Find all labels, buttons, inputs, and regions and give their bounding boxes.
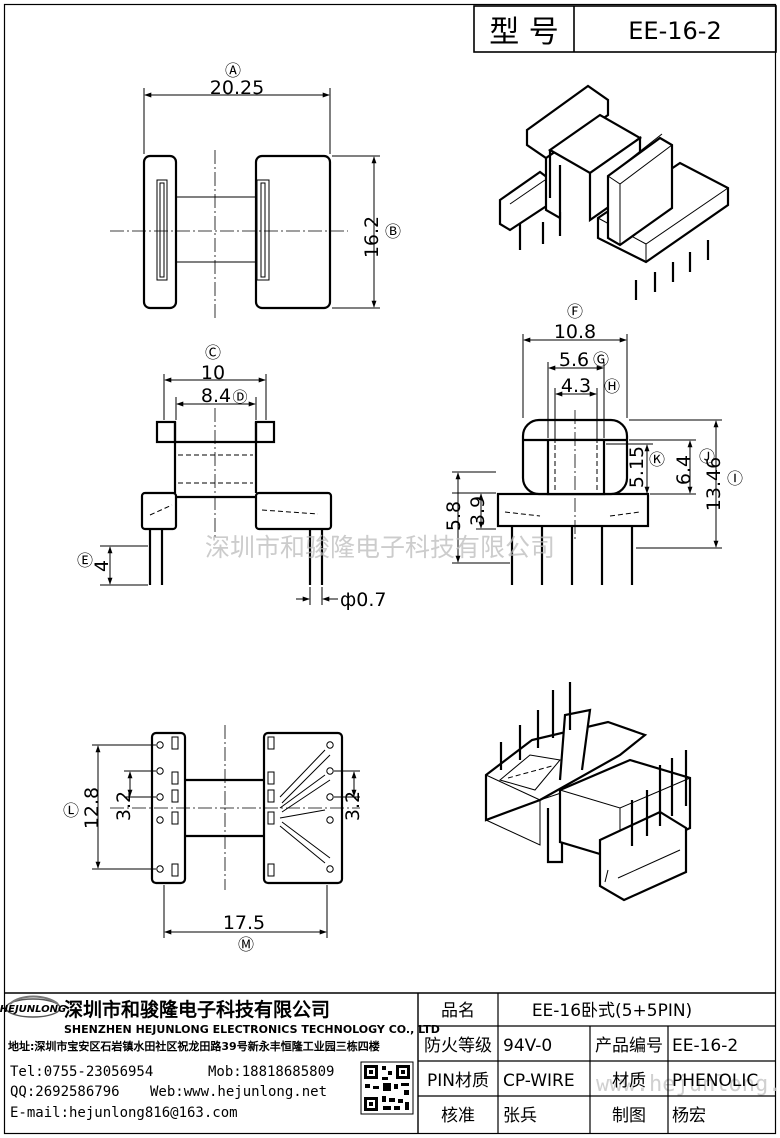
label-approved: 核准: [441, 1106, 475, 1126]
value-drawn: 杨宏: [672, 1106, 706, 1126]
dim-j-value: 6.4: [673, 455, 695, 485]
dim-3-9: 3.9: [467, 496, 489, 526]
isometric-view-top: [498, 84, 730, 300]
pitch-left: 3.2: [113, 791, 135, 821]
dim-a-marker: Ⓐ: [225, 61, 241, 80]
dim-g-marker: Ⓖ: [593, 350, 609, 369]
front-view: 10 Ⓒ 8.4 Ⓓ 4 Ⓔ ф0.7: [77, 343, 386, 611]
dim-e-value: 4: [91, 560, 113, 572]
dim-d-value: 8.4: [201, 385, 231, 407]
label-material: 材质: [612, 1071, 646, 1091]
dim-5-8: 5.8: [443, 501, 465, 531]
pin-diameter: ф0.7: [340, 589, 386, 611]
model-label: 型 号: [489, 15, 559, 50]
dim-a-value: 20.25: [210, 77, 264, 99]
value-material: PHENOLIC: [672, 1071, 758, 1091]
qr-code: [360, 1061, 414, 1115]
pitch-right: 3.2: [342, 791, 364, 821]
title-block: HEJUNLONG 深圳市和骏隆电子科技有限公司 SHENZHEN HEJUNL…: [0, 992, 776, 1133]
dim-m-value: 17.5: [223, 912, 265, 934]
sheet-border: [3, 3, 777, 1135]
model-value: EE-16-2: [628, 17, 721, 45]
dim-l-value: 12.8: [81, 787, 103, 829]
bottom-view: 12.8 Ⓛ 3.2 3.2 17.5 Ⓜ: [63, 725, 364, 954]
dim-e-marker: Ⓔ: [77, 551, 93, 570]
dim-m-marker: Ⓜ: [238, 935, 254, 954]
contact-mob: Mob:18818685809: [208, 1064, 334, 1080]
contact-email: E-mail:hejunlong816@163.com: [10, 1105, 238, 1121]
label-product-code: 产品编号: [595, 1036, 663, 1056]
dim-h-marker: Ⓗ: [604, 377, 620, 396]
company-cn: 深圳市和骏隆电子科技有限公司: [64, 998, 330, 1021]
dim-i-value: 13.46: [703, 457, 725, 511]
dim-j-marker: Ⓙ: [699, 447, 715, 466]
dim-d-marker: Ⓓ: [232, 388, 247, 406]
dim-b-marker: Ⓑ: [385, 222, 401, 241]
label-fire-rating: 防火等级: [424, 1036, 492, 1056]
top-view: 20.25 Ⓐ 16.2 Ⓑ: [110, 61, 401, 318]
dim-c-value: 10: [201, 362, 225, 384]
value-approved: 张兵: [503, 1106, 537, 1126]
logo-text: HEJUNLONG: [0, 1004, 66, 1015]
dim-h-value: 4.3: [561, 375, 591, 397]
value-product-code: EE-16-2: [672, 1036, 738, 1056]
dim-b-value: 16.2: [361, 216, 383, 258]
dim-f-marker: Ⓕ: [567, 302, 583, 321]
contact-tel: Tel:0755-23056954: [10, 1064, 153, 1080]
company-en: SHENZHEN HEJUNLONG ELECTRONICS TECHNOLOG…: [64, 1023, 440, 1036]
value-product-name: EE-16卧式(5+5PIN): [532, 1001, 692, 1021]
dim-k-value: 5.15: [626, 446, 648, 488]
label-pin-material: PIN材质: [427, 1071, 489, 1091]
isometric-view-bottom: [484, 682, 692, 902]
value-pin-material: CP-WIRE: [503, 1071, 575, 1091]
dim-c-marker: Ⓒ: [205, 343, 221, 362]
dim-f-value: 10.8: [554, 321, 596, 343]
watermark-site: www.hejunlong.net: [596, 1072, 780, 1097]
dim-l-marker: Ⓛ: [63, 801, 79, 820]
label-product-name: 品名: [441, 1001, 475, 1021]
value-fire-rating: 94V-0: [503, 1036, 552, 1056]
label-drawn: 制图: [612, 1106, 646, 1126]
company-address: 地址:深圳市宝安区石岩镇水田社区祝龙田路39号新永丰恒隆工业园三栋四楼: [8, 1039, 380, 1053]
dim-k-marker: Ⓚ: [649, 450, 665, 469]
contact-qq: QQ:2692586796: [10, 1084, 120, 1100]
dim-g-value: 5.6: [559, 349, 589, 371]
dim-i-marker: Ⓘ: [727, 469, 743, 488]
contact-web: Web:www.hejunlong.net: [150, 1084, 327, 1100]
side-view: 10.8 Ⓕ 5.6 Ⓖ 4.3 Ⓗ 13.46 Ⓘ 6.4 Ⓙ 5.15 Ⓚ: [443, 302, 743, 585]
company-logo: HEJUNLONG: [0, 995, 66, 1018]
watermark-company: 深圳市和骏隆电子科技有限公司: [205, 533, 555, 562]
model-header: 型 号 EE-16-2: [473, 5, 777, 53]
